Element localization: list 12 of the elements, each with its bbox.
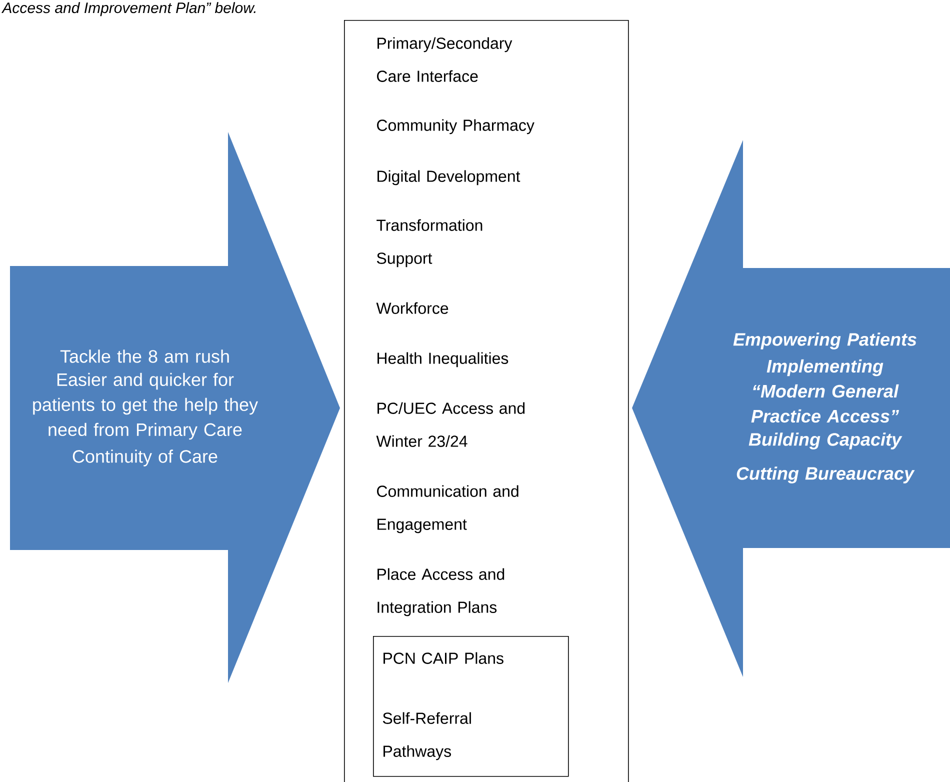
list-item: Digital Development [378, 170, 520, 186]
list-item: Communication and Engagement [377, 485, 518, 534]
list-item: Health Inequalities [378, 352, 508, 368]
list-item: Workforce [376, 302, 448, 314]
list-item: Primary/Secondary Care Interface [377, 37, 512, 82]
list-item: Self-Referral Pathways [382, 712, 471, 760]
list-item: Community Pharmacy [377, 119, 534, 134]
list-item: Place Access and Integration Plans [378, 568, 504, 616]
heading-fragment: Access and Improvement Plan” below. [1, 2, 256, 16]
list-item: PC/UEC Access and Winter 23/24 [376, 402, 525, 447]
list-item: PCN CAIP Plans [384, 652, 504, 664]
list-item: Transformation Support [376, 219, 482, 268]
